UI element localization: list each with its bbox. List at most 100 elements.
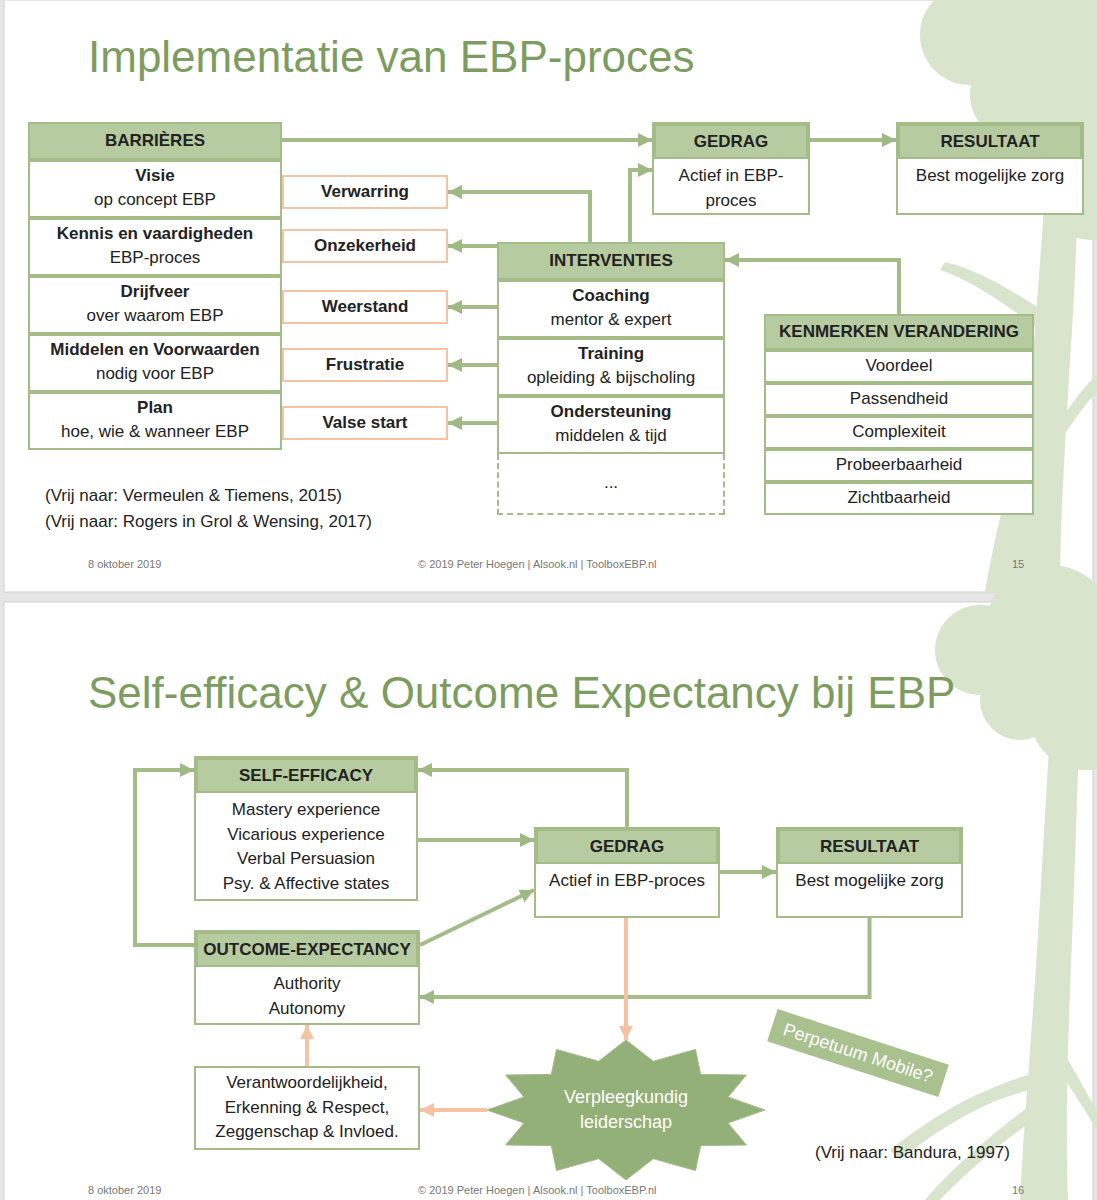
list-item-box: Planhoe, wie & wanneer EBP [28, 392, 282, 450]
list-item-box: Zichtbaarheid [764, 482, 1034, 515]
process-box: GEDRAGActief in EBP-proces [652, 122, 810, 215]
connector-arrow [418, 838, 534, 842]
barrier-effect-box: Weerstand [282, 290, 448, 324]
barrier-effect-box: Frustratie [282, 348, 448, 382]
process-box: SELF-EFFICACY Mastery experienceVicarious… [194, 756, 418, 901]
box-text: opleiding & bijscholing [499, 366, 723, 391]
box-text: Frustratie [326, 354, 404, 377]
star-outline [487, 1040, 765, 1180]
connector-arrow [448, 363, 497, 367]
box-text: Kennis en vaardigheden [30, 223, 280, 246]
box-text: Verbal Persuasion [196, 847, 416, 872]
box-text: Training [499, 343, 723, 366]
box-text: Verantwoordelijkheid, [196, 1071, 418, 1096]
slide-panel [4, 0, 1093, 592]
box-text: Actief in EBP-proces [536, 869, 718, 894]
text-box: Verantwoordelijkheid,Erkenning & Respect… [194, 1066, 420, 1150]
box-heading: SELF-EFFICACY [196, 758, 416, 793]
box-text: Ondersteuning [499, 401, 723, 424]
process-box: OUTCOME-EXPECTANCY AuthorityAutonomy [194, 930, 420, 1025]
list-item-box: Trainingopleiding & bijscholing [497, 338, 725, 396]
box-text: op concept EBP [30, 188, 280, 213]
box-text: Zichtbaarheid [847, 486, 950, 511]
box-text: Zeggenschap & Invloed. [196, 1120, 418, 1145]
box-text: mentor & expert [499, 308, 723, 333]
connector-arrow [624, 918, 628, 1040]
box-text: Vicarious experience [196, 823, 416, 848]
box-text: Complexiteit [852, 420, 946, 445]
list-item-box: Passendheid [764, 383, 1034, 416]
list-item-box: Kennis en vaardighedenEBP-proces [28, 218, 282, 276]
process-box: RESULTAATBest mogelijke zorg [776, 827, 963, 918]
box-text: Drijfveer [30, 281, 280, 304]
list-item-box: Ondersteuningmiddelen & tijd [497, 396, 725, 454]
box-text: Onzekerheid [314, 235, 416, 258]
connector-arrow [420, 918, 870, 997]
connector-arrow [282, 138, 652, 142]
box-text: middelen & tijd [499, 424, 723, 449]
slide-panel [4, 602, 1093, 1200]
box-text: Voordeel [865, 354, 932, 379]
placeholder-box: ... [497, 454, 725, 515]
box-heading: BARRIÈRES [28, 122, 282, 160]
connector-arrow [420, 890, 534, 945]
connector-arrow [720, 870, 776, 874]
group-box: INTERVENTIESCoachingmentor & expertTrain… [497, 242, 725, 515]
box-text: Middelen en Voorwaarden [30, 339, 280, 362]
note-text: 8 oktober 2019 [88, 1184, 161, 1196]
box-heading: OUTCOME-EXPECTANCY [196, 932, 418, 967]
list-item-box: Drijfveerover waarom EBP [28, 276, 282, 334]
box-text: over waarom EBP [30, 304, 280, 329]
box-text: Plan [30, 397, 280, 420]
box-text: Mastery experience [196, 798, 416, 823]
group-box: BARRIÈRESVisieop concept EBPKennis en va… [28, 122, 282, 450]
box-text: Visie [30, 165, 280, 188]
box-text: Coaching [499, 285, 723, 308]
connector-arrow [448, 192, 590, 242]
box-text: Best mogelijke zorg [898, 164, 1082, 189]
box-text: Valse start [322, 412, 407, 435]
note-text: © 2019 Peter Hoegen | Alsook.nl | Toolbo… [418, 558, 656, 570]
box-text: hoe, wie & wanneer EBP [30, 420, 280, 445]
list-item-box: Middelen en Voorwaardennodig voor EBP [28, 334, 282, 392]
box-text: Passendheid [850, 387, 948, 412]
barrier-effect-box: Valse start [282, 406, 448, 440]
connector-arrow [725, 260, 899, 314]
connector-arrow [420, 1108, 487, 1112]
box-text: Autonomy [196, 997, 418, 1022]
box-text: Verwarring [321, 181, 409, 204]
list-item-box: Coachingmentor & expert [497, 280, 725, 338]
list-item-box: Visieop concept EBP [28, 160, 282, 218]
box-text: ... [604, 471, 618, 496]
box-text: nodig voor EBP [30, 362, 280, 387]
connector-arrow [630, 170, 652, 242]
note-text: 16 [1012, 1184, 1024, 1196]
list-item-box: Voordeel [764, 350, 1034, 383]
note-text: (Vrij naar: Bandura, 1997) [815, 1143, 1010, 1163]
box-text: Verpleegkundig leiderschap [551, 1085, 701, 1135]
connector-arrow [135, 770, 194, 945]
box-text: EBP-proces [30, 246, 280, 271]
barrier-effect-box: Verwarring [282, 175, 448, 209]
connector-arrow [448, 421, 497, 425]
slide-title: Self-efficacy & Outcome Expectancy bij E… [88, 668, 955, 718]
box-text: Best mogelijke zorg [778, 869, 961, 894]
box-heading: INTERVENTIES [497, 242, 725, 280]
box-heading: GEDRAG [654, 124, 808, 159]
box-text: Authority [196, 972, 418, 997]
box-text: Erkenning & Respect, [196, 1096, 418, 1121]
box-text: Probeerbaarheid [836, 453, 963, 478]
group-box: KENMERKEN VERANDERING VoordeelPassendheid… [764, 314, 1034, 515]
process-box: RESULTAATBest mogelijke zorg [896, 122, 1084, 215]
list-item-box: Probeerbaarheid [764, 449, 1034, 482]
note-text: 8 oktober 2019 [88, 558, 161, 570]
note-text: 15 [1012, 558, 1024, 570]
connector-arrow [418, 770, 627, 827]
list-item-box: Complexiteit [764, 416, 1034, 449]
box-heading: KENMERKEN VERANDERING [764, 314, 1034, 350]
connector-arrow [448, 305, 497, 309]
note-text: (Vrij naar: Rogers in Grol & Wensing, 20… [45, 512, 372, 532]
connector-arrow [448, 244, 497, 248]
note-text: © 2019 Peter Hoegen | Alsook.nl | Toolbo… [418, 1184, 656, 1196]
